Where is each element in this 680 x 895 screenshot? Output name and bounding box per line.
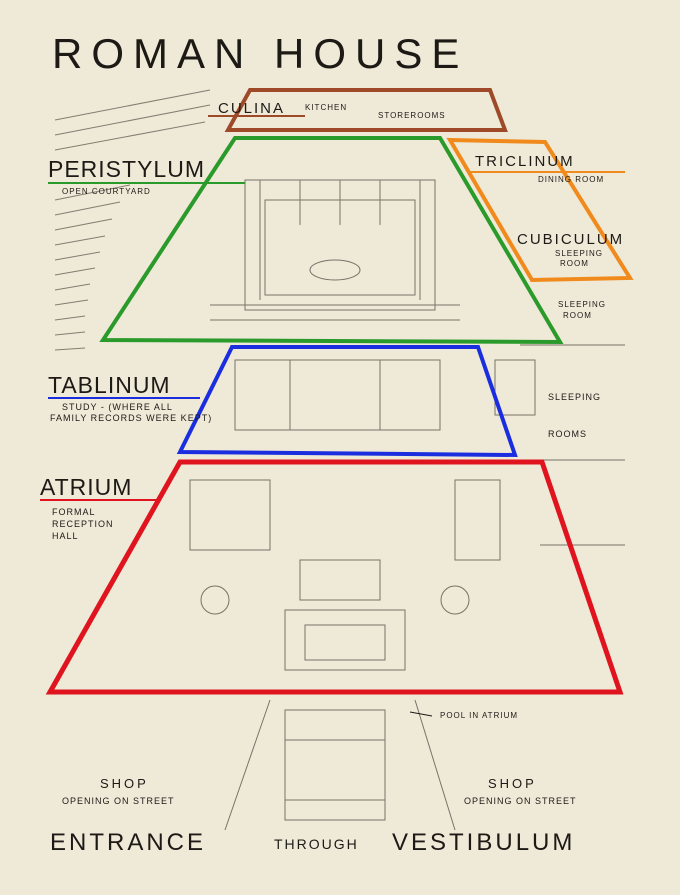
atrium-sub-2: RECEPTION bbox=[52, 519, 114, 529]
tablinum-sub-1: STUDY - (WHERE ALL bbox=[62, 402, 173, 412]
shop-left-sub: OPENING ON STREET bbox=[62, 796, 175, 806]
culina-label: CULINA bbox=[218, 100, 286, 117]
roof-hatching bbox=[54, 89, 211, 351]
triclinum-label: TRICLINUM bbox=[475, 153, 575, 170]
through-word: THROUGH bbox=[274, 836, 359, 852]
atrium-sub-3: HALL bbox=[52, 531, 79, 541]
peristylum-outline bbox=[99, 136, 564, 345]
tablinum-sub-2: FAMILY RECORDS WERE KEPT) bbox=[50, 413, 213, 423]
sleeping-rooms-1: SLEEPING bbox=[548, 392, 602, 402]
sleeping-room-1: SLEEPING bbox=[558, 300, 607, 309]
triclinum-outline bbox=[446, 137, 634, 283]
atrium-label: ATRIUM bbox=[40, 474, 133, 500]
page-title: ROMAN HOUSE bbox=[52, 30, 469, 77]
atrium-sub-1: FORMAL bbox=[52, 507, 96, 517]
triclinum-sub: DINING ROOM bbox=[538, 175, 605, 184]
storerooms-label: STOREROOMS bbox=[378, 111, 446, 120]
cubiculum-label: CUBICULUM bbox=[517, 231, 625, 248]
vestibulum-word: VESTIBULUM bbox=[392, 829, 576, 856]
shop-right-sub: OPENING ON STREET bbox=[464, 796, 577, 806]
shop-left-label: SHOP bbox=[100, 776, 149, 791]
peristylum-sub: OPEN COURTYARD bbox=[62, 187, 151, 196]
cubiculum-sub-2: ROOM bbox=[560, 259, 589, 268]
entrance-word: ENTRANCE bbox=[50, 829, 207, 856]
tablinum-outline bbox=[176, 345, 518, 458]
sleeping-rooms-2: ROOMS bbox=[548, 429, 588, 439]
peristylum-label: PERISTYLUM bbox=[48, 156, 205, 182]
interior-sketch bbox=[189, 179, 625, 831]
pool-pointer bbox=[409, 711, 433, 717]
sleeping-room-2: ROOM bbox=[563, 311, 592, 320]
cubiculum-sub-1: SLEEPING bbox=[555, 249, 604, 258]
pool-label: POOL IN ATRIUM bbox=[440, 711, 519, 720]
culina-sub: KITCHEN bbox=[305, 103, 348, 112]
shop-right-label: SHOP bbox=[488, 776, 537, 791]
tablinum-label: TABLINUM bbox=[48, 372, 171, 398]
atrium-outline bbox=[45, 459, 624, 695]
